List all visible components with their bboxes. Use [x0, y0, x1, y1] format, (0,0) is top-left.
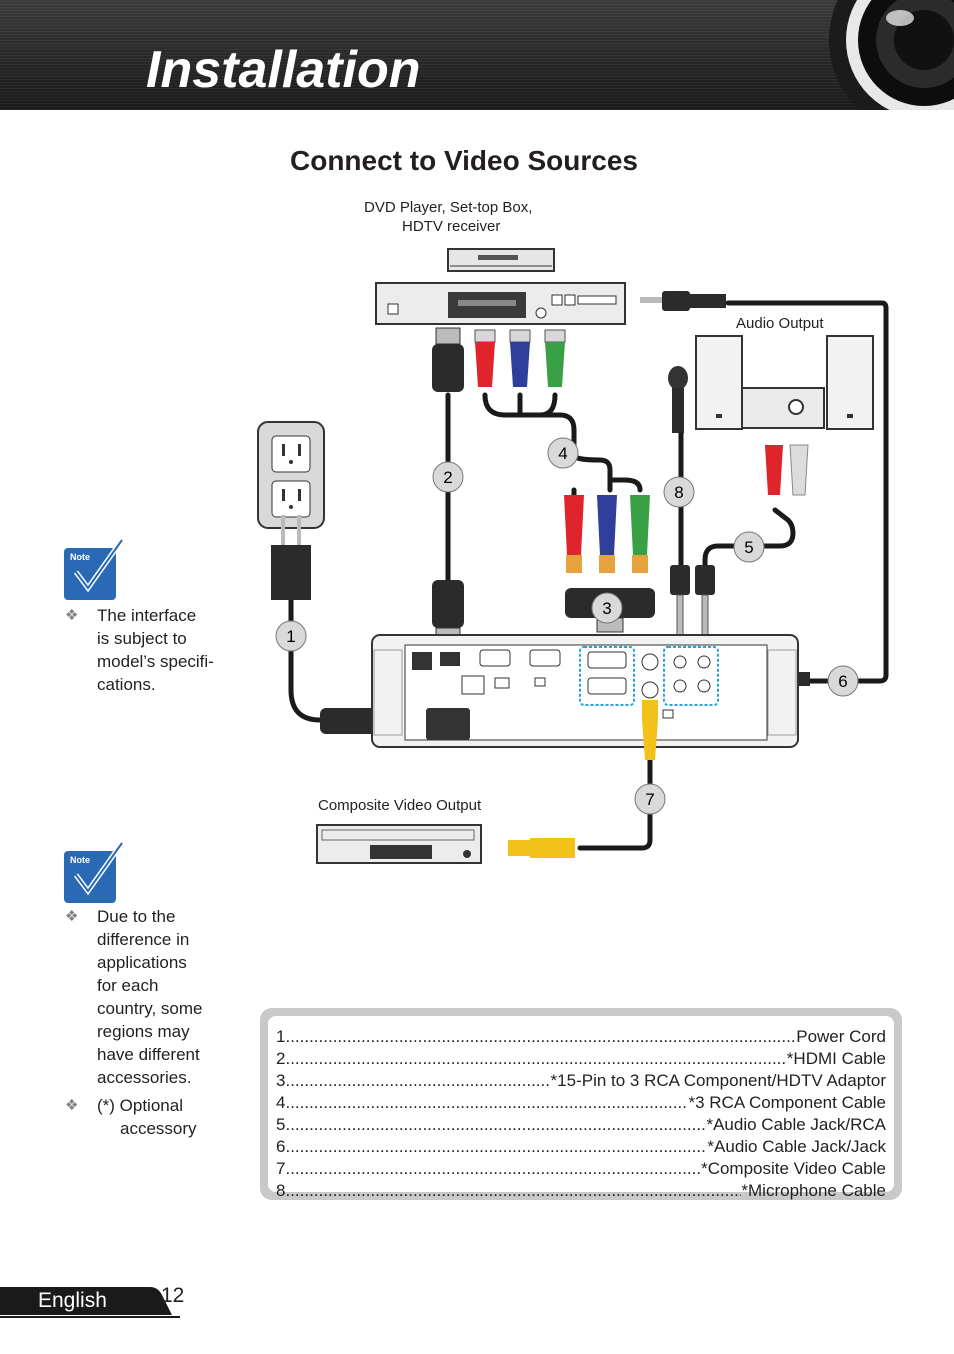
callout-3-label: 3 — [602, 599, 611, 618]
projector-rear-icon — [371, 634, 799, 748]
diamond-bullet-icon: ❖ — [65, 1097, 79, 1114]
svg-text:Note: Note — [70, 552, 90, 562]
section-title: Connect to Video Sources — [290, 145, 638, 176]
diamond-bullet-icon: ❖ — [65, 908, 79, 925]
callout-7 — [634, 783, 666, 815]
wall-outlet-icon — [257, 421, 325, 529]
callouts: 1 2 3 4 5 6 7 8 — [275, 437, 859, 815]
note-2-item-1: ❖ Due to the difference in applications … — [65, 907, 203, 1087]
legend-row: 1Power Cord — [276, 1026, 886, 1048]
callout-3 — [591, 592, 623, 624]
callout-2-label: 2 — [443, 468, 452, 487]
dvd-player-top-icon — [447, 248, 555, 272]
note-icon: Note — [64, 538, 124, 600]
rca-component-adaptor-icon — [564, 495, 655, 633]
legend-row: 7*Composite Video Cable — [276, 1158, 886, 1180]
legend-row: 6*Audio Cable Jack/Jack — [276, 1136, 886, 1158]
legend-row: 4*3 RCA Component Cable — [276, 1092, 886, 1114]
hdmi-connector-icon — [432, 327, 464, 643]
svg-text:Note: Note — [70, 855, 90, 865]
connection-diagram: 1 2 3 4 5 6 7 8 — [257, 248, 889, 864]
callout-5 — [733, 531, 765, 563]
callout-5-label: 5 — [744, 538, 753, 557]
composite-source-icon — [316, 824, 482, 864]
audio-output-label: Audio Output — [736, 315, 824, 332]
page-number: 12 — [161, 1284, 185, 1307]
lens-decoration — [829, 0, 954, 110]
cable-legend: 1Power Cord 2*HDMI Cable 3*15-Pin to 3 R… — [260, 1008, 902, 1200]
callout-2 — [432, 461, 464, 493]
note-icon: Note — [64, 841, 124, 903]
note-2-item-2: ❖ (*) Optional accessory — [65, 1096, 197, 1138]
legend-row: 2*HDMI Cable — [276, 1048, 886, 1070]
dvd-label-line1: DVD Player, Set-top Box, — [364, 199, 533, 216]
speaker-system-icon — [695, 335, 874, 430]
footer-language: English — [38, 1289, 107, 1312]
legend-row: 8*Microphone Cable — [276, 1180, 886, 1202]
composite-connector-icon — [508, 700, 658, 858]
rca-component-top-icon — [474, 329, 566, 387]
legend-row: 3*15-Pin to 3 RCA Component/HDTV Adaptor — [276, 1070, 886, 1092]
callout-8 — [663, 476, 695, 508]
callout-4-label: 4 — [558, 444, 567, 463]
callout-4 — [547, 437, 579, 469]
footer-language-tab — [0, 1287, 180, 1318]
audio-rca-icon — [695, 444, 809, 636]
callout-1 — [275, 620, 307, 652]
dvd-label-line2: HDTV receiver — [402, 218, 501, 235]
dvd-player-front-icon — [375, 282, 626, 325]
composite-output-label: Composite Video Output — [318, 797, 482, 814]
callout-6 — [827, 665, 859, 697]
callout-6-label: 6 — [838, 672, 847, 691]
note-1-item-1: ❖ The interface is subject to model’s sp… — [65, 606, 214, 694]
legend-row: 5*Audio Cable Jack/RCA — [276, 1114, 886, 1136]
callout-8-label: 8 — [674, 483, 683, 502]
callout-1-label: 1 — [286, 627, 295, 646]
cable-legend-inner: 1Power Cord 2*HDMI Cable 3*15-Pin to 3 R… — [268, 1016, 894, 1200]
header-banner — [0, 0, 954, 110]
callout-7-label: 7 — [645, 790, 654, 809]
microphone-icon — [668, 366, 690, 636]
diamond-bullet-icon: ❖ — [65, 607, 79, 624]
page-header-title: Installation — [146, 41, 421, 99]
